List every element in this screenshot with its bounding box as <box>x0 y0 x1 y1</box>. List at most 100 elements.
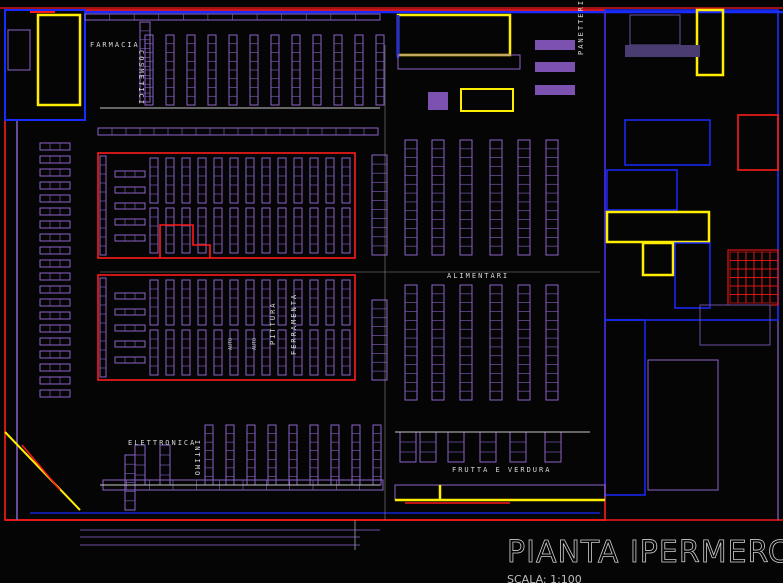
shelf-unit <box>213 207 223 254</box>
shelf-unit <box>312 34 322 106</box>
shelf-unit <box>325 329 335 376</box>
grid-cell <box>761 251 771 261</box>
shelf-unit <box>39 389 71 398</box>
shelf-unit <box>277 279 287 326</box>
label-pittura: PITTURA <box>269 301 277 345</box>
shelf-unit <box>99 277 107 378</box>
service-area <box>604 8 779 496</box>
shelf-unit <box>229 279 239 326</box>
grid-cell <box>761 294 771 304</box>
shelf-unit <box>288 424 298 486</box>
shelf-unit <box>197 279 207 326</box>
shelf-unit <box>165 279 175 326</box>
grid-cell <box>769 294 779 304</box>
dimension-lines <box>100 45 600 520</box>
shelf-unit <box>39 168 71 177</box>
grid-cell <box>753 260 763 270</box>
shelf-unit <box>245 329 255 376</box>
shelf-unit <box>489 284 503 401</box>
grid-cell <box>769 260 779 270</box>
shelf-unit <box>39 155 71 164</box>
shelf-unit <box>277 207 287 254</box>
shelf-unit <box>261 279 271 326</box>
shelf-unit <box>293 279 303 326</box>
shelf-unit <box>261 207 271 254</box>
shelf-unit <box>489 139 503 256</box>
shelf-unit <box>246 424 256 486</box>
shelf-unit <box>165 207 175 254</box>
shelf-unit <box>213 279 223 326</box>
grid-cell <box>729 251 739 261</box>
shelf-unit <box>197 157 207 204</box>
shelf-unit <box>84 13 381 21</box>
shelf-unit <box>149 279 159 326</box>
shelving-units <box>39 13 562 511</box>
shelf-unit <box>114 292 146 300</box>
label-ferramenta: FERRAMENTA <box>290 293 298 355</box>
shelf-unit <box>309 329 319 376</box>
drawing-scale: SCALA: 1:100 <box>507 573 582 583</box>
label-elettronica: ELETTRONICA <box>128 439 196 447</box>
shelf-unit <box>181 279 191 326</box>
shelf-unit <box>245 279 255 326</box>
shelf-unit <box>144 34 154 106</box>
shelf-unit <box>419 431 437 463</box>
shelf-unit <box>124 454 136 511</box>
shelf-unit <box>114 324 146 332</box>
grid-cell <box>761 285 771 295</box>
shelf-unit <box>39 324 71 333</box>
grid-cell <box>729 294 739 304</box>
shelf-unit <box>544 431 562 463</box>
shelf-unit <box>181 207 191 254</box>
shelf-unit <box>375 34 385 106</box>
shelf-unit <box>371 154 388 256</box>
shelf-unit <box>245 157 255 204</box>
grid-cell <box>729 260 739 270</box>
grid-cell <box>753 268 763 278</box>
shelf-unit <box>330 424 340 486</box>
shelf-unit <box>114 202 146 210</box>
drawing-title: PIANTA IPERMERCATO <box>507 535 783 570</box>
shelf-unit <box>293 157 303 204</box>
shelf-unit <box>39 181 71 190</box>
shelf-unit <box>39 194 71 203</box>
shelf-unit <box>517 139 531 256</box>
grid-cell <box>769 277 779 287</box>
shelf-unit <box>114 340 146 348</box>
shelf-unit <box>431 284 445 401</box>
shelf-unit <box>39 350 71 359</box>
shelf-unit <box>341 279 351 326</box>
entrance <box>4 431 81 511</box>
shelf-unit <box>277 157 287 204</box>
shelf-unit <box>309 157 319 204</box>
shelf-unit <box>229 207 239 254</box>
grid-cell <box>729 277 739 287</box>
grid-cell <box>761 277 771 287</box>
shelf-unit <box>181 329 191 376</box>
grid-cell <box>745 277 755 287</box>
shelf-unit <box>351 424 361 486</box>
shelf-unit <box>149 329 159 376</box>
shelf-unit <box>325 207 335 254</box>
label-intimo: INTIMO <box>193 440 201 477</box>
shelf-unit <box>291 34 301 106</box>
shelf-unit <box>431 139 445 256</box>
shelf-unit <box>39 246 71 255</box>
label-frutta-verdura: FRUTTA E VERDURA <box>452 466 551 474</box>
shelf-unit <box>99 155 107 256</box>
shelf-unit <box>39 233 71 242</box>
fitting-rooms <box>159 224 211 258</box>
shelf-unit <box>261 329 271 376</box>
shelf-unit <box>270 34 280 106</box>
shelf-unit <box>225 424 235 486</box>
grid-cell <box>761 260 771 270</box>
stair-room <box>4 9 86 121</box>
shelf-unit <box>39 259 71 268</box>
grid-cell <box>745 251 755 261</box>
shelf-unit <box>479 431 497 463</box>
shelf-unit <box>293 329 303 376</box>
shelf-unit <box>267 424 277 486</box>
label-alimentari: ALIMENTARI <box>447 272 509 280</box>
label-panetteria: PANETTERIA <box>577 0 585 55</box>
